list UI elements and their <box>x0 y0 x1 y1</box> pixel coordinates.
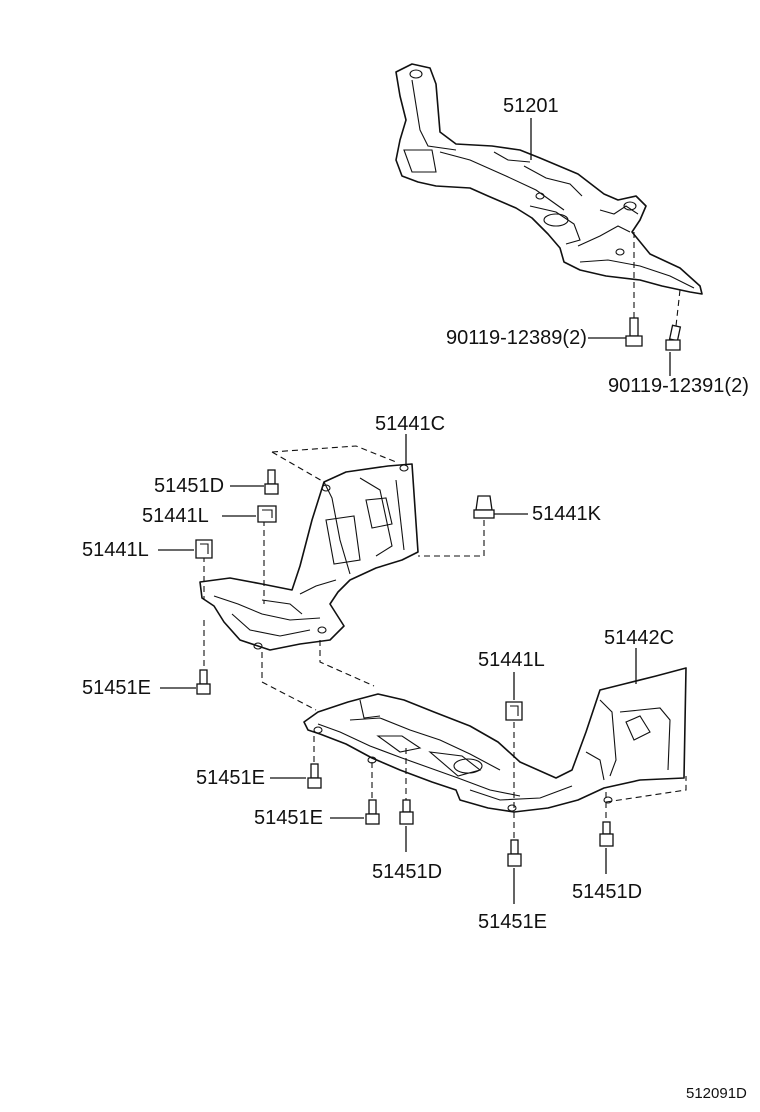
bolt-a-label: 90119-12389(2) <box>446 327 587 349</box>
bolt-e-1-label: 51451E <box>196 767 265 789</box>
clip-l-left-label: 51441L <box>82 539 149 561</box>
clip-icon <box>257 505 277 523</box>
clip-k-label: 51441K <box>532 503 602 525</box>
bolt-icon <box>625 317 643 347</box>
clip-l-mid-label: 51441L <box>478 649 545 671</box>
bolt-d-1-label: 51451D <box>372 861 442 883</box>
clip-icon <box>505 701 523 721</box>
front-guide-top2 <box>271 451 325 483</box>
front-rear-link-1 <box>261 652 317 711</box>
bolt-icon <box>665 324 682 351</box>
bolt-d-2-label: 51451D <box>572 881 642 903</box>
clip-icon <box>473 495 495 519</box>
bolt-icon <box>264 469 279 495</box>
front-engine-under-cover <box>199 463 419 651</box>
rear-engine-under-cover <box>303 667 687 813</box>
bolt-b-label: 90119-12391(2) <box>608 375 749 397</box>
rear-guide-side <box>605 776 687 803</box>
bolt-icon <box>196 669 211 695</box>
front-guide-top <box>271 445 397 463</box>
rear-cover-label: 51442C <box>604 627 674 649</box>
bolt-icon <box>399 799 414 825</box>
clip-l-upper-label: 51441L <box>142 505 209 527</box>
crossmember-part <box>395 63 703 295</box>
diagram-code: 512091D <box>686 1085 747 1102</box>
bolt-icon <box>507 839 522 867</box>
bolt-icon <box>365 799 380 825</box>
bolt-e-3-label: 51451E <box>478 911 547 933</box>
bolt-icon <box>599 821 614 847</box>
clip-icon <box>195 539 213 559</box>
bolt-b-guide <box>675 289 681 327</box>
front-rear-link-2 <box>319 640 375 687</box>
front-bolt-d-label: 51451D <box>154 475 224 497</box>
bolt-icon <box>307 763 322 789</box>
front-cover-label: 51441C <box>375 413 445 435</box>
front-guide-k <box>418 520 485 557</box>
crossmember-label: 51201 <box>503 95 559 117</box>
bolt-e-2-label: 51451E <box>254 807 323 829</box>
front-bolt-e-label: 51451E <box>82 677 151 699</box>
